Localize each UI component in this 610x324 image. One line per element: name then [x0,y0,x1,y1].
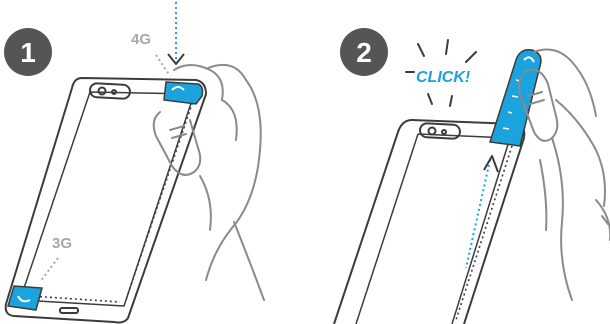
phone-case-1 [6,78,206,323]
step-badge-1: 1 [4,28,52,76]
arrow-down-icon [168,2,184,64]
step-badge-2: 2 [340,28,388,76]
step-number-1: 1 [20,37,36,68]
antenna-tab-icon-bottom [8,286,42,310]
panel-2: 2 CLICK! [334,28,610,324]
antenna-tab-icon-top [164,82,203,104]
phone-case-2 [334,120,524,324]
panel-1: 1 4G 3G [4,2,264,323]
label-4g: 4G [131,31,151,48]
label-3g-leader [40,258,58,282]
label-3g: 3G [52,235,72,252]
arrow-up-icon [466,156,498,268]
step-number-2: 2 [356,37,372,68]
label-4g-leader [156,55,170,76]
click-sound-label: CLICK! [416,69,471,86]
